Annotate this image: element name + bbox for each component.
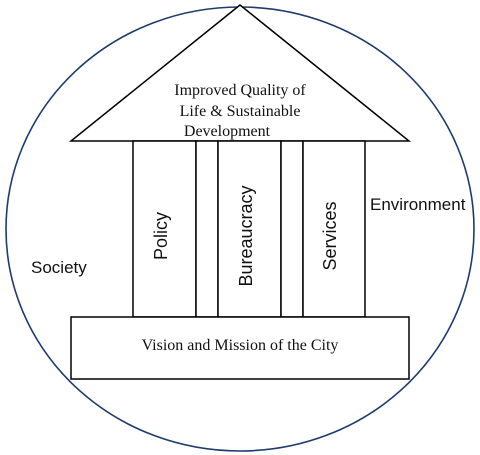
roof-line-3: Development — [184, 123, 271, 140]
roof-triangle — [68, 4, 412, 142]
environment-label: Environment — [370, 195, 466, 214]
pillar-gap-right — [280, 140, 304, 318]
pillar-label-policy: Policy — [151, 212, 171, 260]
pillar-label-services: Services — [320, 201, 340, 270]
pillar-bureaucracy — [217, 140, 282, 318]
roof-line-2: Life & Sustainable — [180, 103, 301, 120]
pillar-services — [302, 140, 366, 318]
roof-line-1: Improved Quality of — [174, 82, 306, 99]
society-label: Society — [31, 258, 87, 277]
base-block — [70, 316, 410, 380]
base-label: Vision and Mission of the City — [142, 337, 339, 354]
pillar-gap-left — [195, 140, 219, 318]
pillar-label-bureaucracy: Bureaucracy — [236, 185, 256, 286]
